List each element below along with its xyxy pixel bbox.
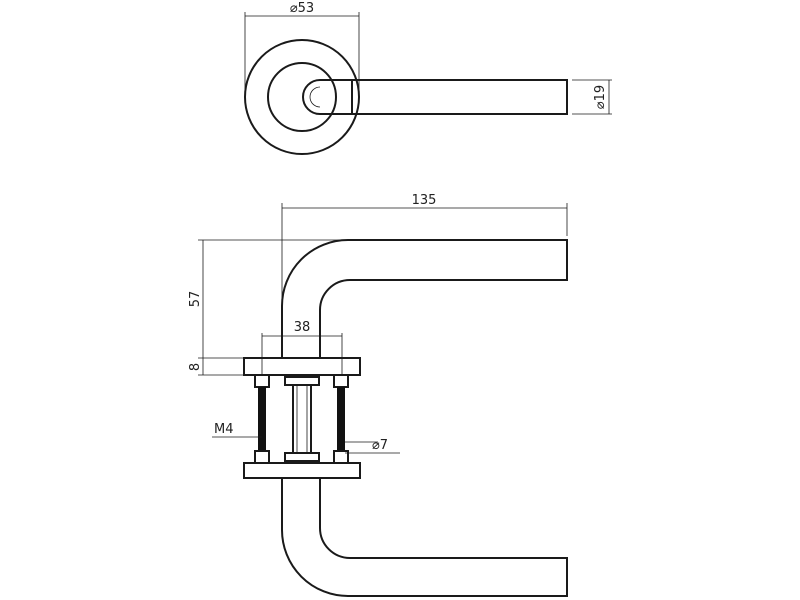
spindle — [292, 384, 312, 454]
side-view: 135 57 8 38 M4 ⌀7 — [188, 193, 568, 597]
screw-head-upper-right — [333, 374, 349, 388]
lever-diameter-label: ⌀19 — [593, 85, 608, 109]
lever-height-label: 57 — [188, 291, 203, 308]
screw-head-upper-left — [254, 374, 270, 388]
rose-thickness-label: 8 — [188, 363, 203, 371]
rose-diameter-label: ⌀53 — [290, 1, 314, 16]
lever-inner-arc — [309, 86, 321, 108]
lower-rose — [243, 462, 361, 479]
thread-label: M4 — [214, 422, 234, 437]
upper-rose — [243, 357, 361, 376]
lever-length-label: 135 — [412, 193, 437, 208]
lower-lever — [281, 477, 568, 597]
screw-left — [258, 387, 266, 451]
top-view: ⌀53 ⌀19 — [244, 1, 612, 155]
spindle-collar-bottom — [284, 452, 320, 462]
screw-right — [337, 387, 345, 451]
screw-spacing-label: 38 — [294, 320, 311, 335]
spindle-collar-top — [284, 376, 320, 386]
screw-base-lower-left — [254, 450, 270, 464]
rose-inner — [267, 62, 337, 132]
lever-top-view — [302, 79, 568, 115]
spindle-diameter-label: ⌀7 — [372, 438, 388, 453]
rose-outer — [244, 39, 360, 155]
upper-lever — [281, 239, 568, 361]
